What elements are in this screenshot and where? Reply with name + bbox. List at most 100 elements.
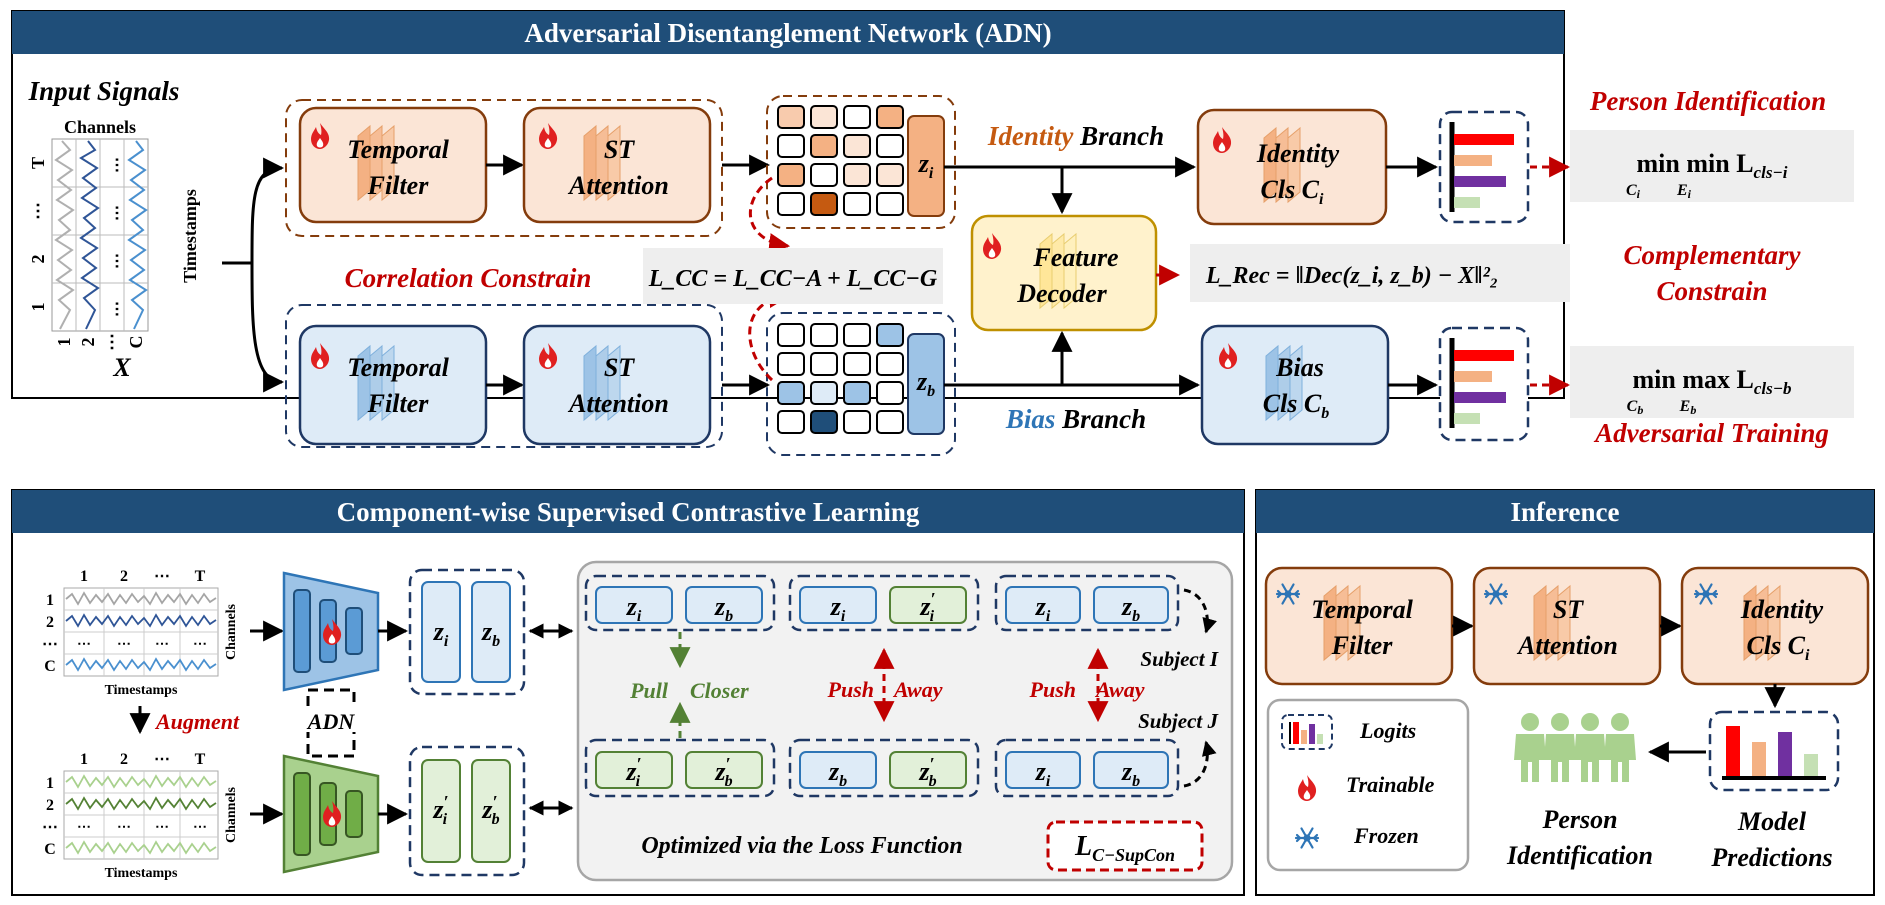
row-label-t: T: [28, 157, 48, 169]
input-x: X: [112, 353, 131, 382]
z-prime: ′: [637, 754, 642, 774]
loss-sub: i: [1688, 187, 1692, 201]
z-symbol: z: [432, 795, 444, 824]
branch-word: Branch: [1079, 121, 1164, 151]
svg-text:zb: zb: [714, 592, 733, 625]
bias-cls-subscript: b: [1321, 405, 1329, 422]
z-symbol: z: [1121, 757, 1133, 786]
cscl-dots: ⋯: [155, 637, 169, 652]
matrix-cell: [810, 352, 838, 376]
legend-frozen: Frozen: [1353, 823, 1419, 848]
augment-step: Augment: [129, 706, 240, 735]
input-channels-label: Channels: [64, 117, 136, 137]
complementary-constrain-label: Complementary: [1624, 240, 1802, 270]
subject-i-arrow: [1183, 588, 1217, 634]
complementary-constrain-label: Constrain: [1656, 276, 1767, 306]
z-sub: i: [1046, 608, 1051, 625]
svg-text:z′i: z′i: [919, 589, 935, 625]
loss-sub: b: [1690, 403, 1696, 417]
matrix-cell: [777, 134, 805, 158]
matrix-cell: [777, 352, 805, 376]
cscl-row-label: 1: [46, 592, 54, 609]
cscl-col-label: 1: [80, 568, 88, 585]
cscl-dots: ⋯: [77, 820, 91, 835]
adn-panel-title: Adversarial Disentanglement Network (ADN…: [524, 18, 1051, 48]
cscl-aug-trace-1: [65, 774, 217, 789]
person-identification-label: Person Identification: [1589, 86, 1826, 116]
temporal-filter-label: Filter: [1331, 631, 1394, 660]
matrix-cell: [777, 323, 805, 347]
matrix-cell: [843, 323, 871, 347]
matrix-cell: [876, 134, 904, 158]
svg-text:Cls Cb: Cls Cb: [1263, 389, 1330, 422]
cscl-col-label: 2: [120, 751, 128, 768]
z-symbol: z: [481, 795, 493, 824]
matrix-cell: [843, 163, 871, 187]
loss-sub: E: [1679, 398, 1691, 415]
signal-trace-c: [127, 140, 148, 330]
loss-sub: b: [1637, 403, 1643, 417]
z-sub: b: [492, 633, 500, 650]
svg-text:zb: zb: [1121, 592, 1140, 625]
input-signals: Input Signals Channels ⋯ ⋯ ⋯ ⋯ T ⋯ 2 1 1…: [28, 76, 200, 382]
temporal-filter-label: Temporal: [347, 135, 449, 164]
temporal-filter-label: Filter: [367, 389, 430, 418]
z-sub: b: [725, 773, 733, 790]
model-predictions-chart: [1708, 710, 1840, 792]
cscl-dots: ⋯: [155, 820, 169, 835]
bias-loss-subscript: cls−b: [1754, 379, 1792, 398]
push-label: Push: [827, 677, 874, 702]
svg-text:Ei: Ei: [1676, 182, 1692, 201]
branch-word: Branch: [1061, 404, 1146, 434]
input-signals-title: Input Signals: [28, 76, 180, 106]
supcon-loss-subscript: C−SupCon: [1092, 845, 1175, 865]
inference-identity-classifier: Identity Cls Ci: [1680, 566, 1870, 686]
bias-loss-formula: min max L: [1632, 365, 1753, 394]
z-symbol: z: [828, 757, 840, 786]
cscl-row-label: 2: [46, 797, 54, 814]
matrix-cell: [810, 105, 838, 129]
z-symbol: z: [714, 592, 726, 621]
identity-loss-formula: min min L: [1637, 149, 1754, 178]
inference-panel-title: Inference: [1511, 497, 1620, 527]
svg-text:zb: zb: [828, 757, 847, 790]
z-prime: ′: [931, 589, 936, 609]
person-identification-output: Identification: [1506, 841, 1653, 870]
closer-label: Closer: [690, 678, 749, 703]
identity-logits: [1438, 110, 1530, 224]
cscl-dots: ⋯: [117, 637, 131, 652]
row-label-1: 1: [28, 303, 48, 312]
matrix-cell: [777, 381, 805, 405]
matrix-cell: [876, 381, 904, 405]
bias-logits: [1438, 326, 1530, 442]
input-signal-grid: ⋯ ⋯ ⋯ ⋯: [51, 138, 149, 332]
svg-text:z′i: z′i: [625, 754, 641, 790]
cscl-col-label: ⋯: [154, 568, 170, 585]
z-symbol: z: [919, 592, 931, 621]
bias-correlation-matrix: zb: [766, 312, 956, 456]
input-timestamps-label: Timestamps: [180, 189, 200, 283]
cscl-dots: ⋯: [77, 637, 91, 652]
temporal-filter-label: Filter: [367, 171, 430, 200]
z-prime: ′: [444, 792, 449, 812]
z-sub: b: [492, 811, 500, 828]
temporal-filter-identity: Temporal Filter: [298, 106, 488, 224]
push-label: Push: [1029, 677, 1076, 702]
z-symbol: z: [918, 757, 930, 786]
pull-label: Pull: [629, 678, 669, 703]
z-sub: i: [636, 773, 641, 790]
adn-shared-label: ADN: [306, 709, 356, 734]
z-symbol: z: [1121, 592, 1133, 621]
z-sub: i: [930, 608, 935, 625]
cscl-row-label: C: [44, 658, 56, 675]
cscl-row-label: C: [44, 841, 56, 858]
temporal-filter-label: Temporal: [347, 353, 449, 382]
z-sub: b: [1132, 773, 1140, 790]
identity-cls-label: Cls C: [1747, 631, 1806, 660]
identity-cls-label: Identity: [1256, 139, 1340, 168]
row-label-dots: ⋯: [28, 202, 48, 220]
st-attention-label: ST: [604, 353, 635, 382]
svg-text:min max Lcls−b: min max Lcls−b: [1632, 365, 1791, 398]
cscl-aug-trace-c: [65, 840, 217, 855]
lcc-formula: L_CC = L_CC−A + L_CC−G: [648, 266, 938, 292]
